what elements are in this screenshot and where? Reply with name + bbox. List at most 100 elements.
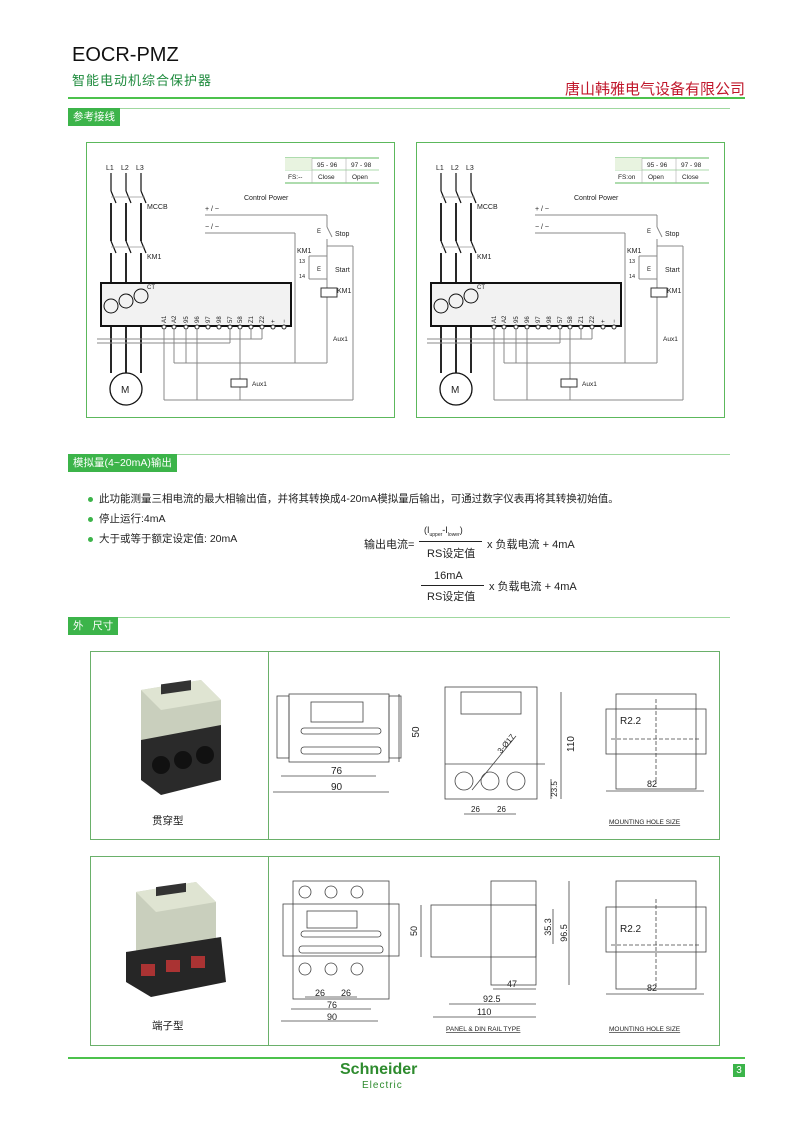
terminal <box>270 324 276 330</box>
terminal <box>513 324 519 330</box>
panel-divider <box>268 652 269 839</box>
terminal-label: 98 <box>217 316 223 323</box>
dim-label: 76 <box>327 1000 337 1010</box>
motor-icon <box>109 372 143 406</box>
terminal-label: 97 <box>536 316 542 323</box>
dim-label: 110 <box>566 736 577 752</box>
dim-label: 26 <box>471 805 480 814</box>
table-cell <box>285 158 312 170</box>
phase-label: L2 <box>451 165 459 172</box>
plus-label: + / ~ <box>205 206 219 213</box>
section-divider <box>68 108 730 109</box>
terminal-label: Z1 <box>579 315 585 323</box>
km1-contact-label: KM1 <box>627 248 642 255</box>
terminal <box>237 324 243 330</box>
formula-numerator: (Iupper-Ilower) <box>424 525 463 538</box>
product-photo-terminal-type <box>126 882 226 997</box>
terminal <box>259 324 265 330</box>
num-part: ) <box>459 525 463 535</box>
bullet-item: 大于或等于额定设定值: 20mA <box>88 531 237 546</box>
km1-coil-label: KM1 <box>337 288 352 295</box>
dim-label: 82 <box>647 779 657 789</box>
mounting-caption: MOUNTING HOLE SIZE <box>609 819 681 826</box>
num-part: -I <box>442 525 448 535</box>
terminal-label: + <box>601 319 607 323</box>
terminal-label: + <box>271 319 277 323</box>
phase-label: L3 <box>466 165 474 172</box>
terminal-label: Z2 <box>260 315 266 323</box>
dim-label: 92.5 <box>483 994 501 1004</box>
terminal-label: − <box>612 319 618 323</box>
logo-brand: Schneider <box>340 1061 418 1078</box>
aux1-coil-icon <box>230 378 248 388</box>
terminal <box>248 324 254 330</box>
num-sub: lower <box>447 531 460 538</box>
terminal <box>535 324 541 330</box>
dim-label: 90 <box>331 782 343 793</box>
document-subtitle: 智能电动机综合保护器 <box>72 73 213 88</box>
terminal <box>589 324 595 330</box>
page-number: 3 <box>733 1064 745 1077</box>
fraction-line <box>421 585 484 586</box>
wire <box>656 226 663 238</box>
fraction-line <box>419 541 482 542</box>
terminal-label: 98 <box>547 316 553 323</box>
control-power-label: Control Power <box>244 195 289 202</box>
terminal <box>183 324 189 330</box>
section-tag-wiring: 参考接线 <box>68 108 120 126</box>
formula-rhs: x 负载电流 + 4mA <box>489 581 577 593</box>
table-cell: FS:on <box>618 174 636 181</box>
motor-label: M <box>451 385 459 396</box>
dim-label: 23.5 <box>550 781 559 797</box>
bullet-item: 此功能测量三相电流的最大相输出值，并将其转换成4-20mA模拟量后输出，可通过数… <box>88 491 619 506</box>
table-header: 95 - 96 <box>317 162 338 169</box>
table-cell: Open <box>648 174 664 181</box>
dim-label: 26 <box>341 988 351 998</box>
table-header: 97 - 98 <box>351 162 372 169</box>
ct-icon <box>118 293 134 309</box>
control-power-label: Control Power <box>574 195 619 202</box>
mounting-caption: MOUNTING HOLE SIZE <box>609 1026 681 1033</box>
km1-label: KM1 <box>147 254 162 261</box>
terminal <box>281 324 287 330</box>
table-cell: FS:-- <box>288 174 302 181</box>
document-title: EOCR-PMZ <box>72 44 179 66</box>
phase-label: L1 <box>436 165 444 172</box>
dimension-panel-through-type: 贯穿型 50 76 90 3-Ø17 110 23.5 26 26 R2.2 8… <box>90 651 720 840</box>
ct-icon <box>448 293 464 309</box>
terminal <box>567 324 573 330</box>
terminal-label: 57 <box>558 316 564 323</box>
ct-icon <box>433 298 449 314</box>
terminal-label: A2 <box>172 315 178 323</box>
terminal <box>524 324 530 330</box>
phase-label: L2 <box>121 165 129 172</box>
ct-icon <box>103 298 119 314</box>
terminal <box>194 324 200 330</box>
table-cell: Close <box>318 174 335 181</box>
contact-label: 13 <box>629 259 635 265</box>
dimension-panel-terminal-type: 端子型 26 26 76 90 50 35.3 96.5 47 92.5 110 <box>90 856 720 1046</box>
terminal <box>600 324 606 330</box>
km1-contact-label: KM1 <box>297 248 312 255</box>
terminal-label: 95 <box>514 316 520 323</box>
aux1-coil-label: Aux1 <box>252 381 267 388</box>
ct-label: CT <box>477 285 485 291</box>
e-mark: E <box>647 267 651 273</box>
e-mark: E <box>317 229 321 235</box>
dim-label: 76 <box>331 766 343 777</box>
aux1-contact-label: Aux1 <box>333 336 348 343</box>
header-divider <box>68 97 745 99</box>
terminal <box>546 324 552 330</box>
dim-label: 35.3 <box>543 918 553 936</box>
terminal-label: A1 <box>492 315 498 323</box>
terminal <box>611 324 617 330</box>
panel-caption: PANEL & DIN RAIL TYPE <box>446 1026 521 1033</box>
e-mark: E <box>317 267 321 273</box>
table-header: 95 - 96 <box>647 162 668 169</box>
dim-label: 90 <box>327 1012 337 1022</box>
formula-denominator: RS设定值 <box>427 591 476 603</box>
ct-icon <box>133 288 149 304</box>
